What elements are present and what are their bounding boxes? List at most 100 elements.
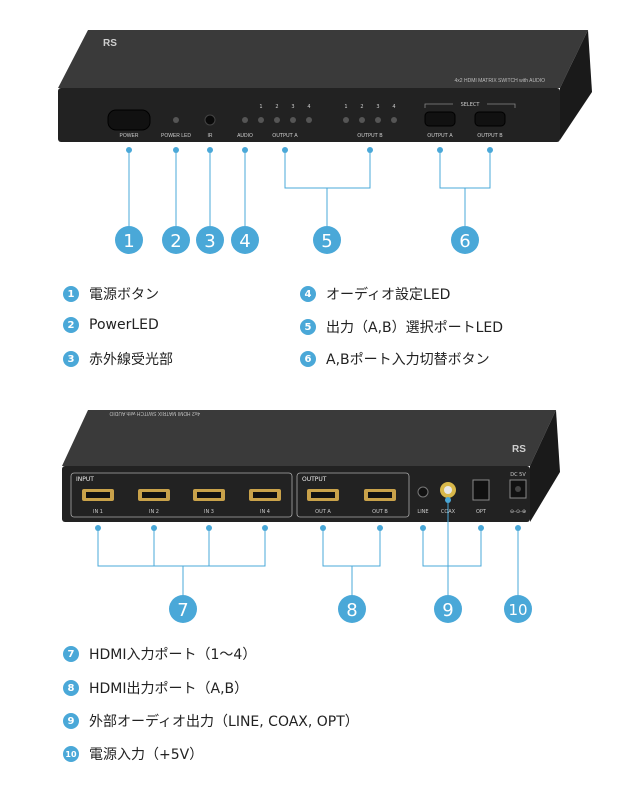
input-title: INPUT xyxy=(76,476,94,483)
hdmi-out-label: OUT A xyxy=(315,509,331,515)
front-device-side xyxy=(560,30,592,140)
output-b-label: OUTPUT B xyxy=(357,133,383,139)
callout-6 xyxy=(451,226,479,254)
legend-item: 1 電源ボタン xyxy=(63,284,159,304)
legend-item: 9 外部オーディオ出力（LINE, COAX, OPT） xyxy=(63,711,359,731)
legend-number: 6 xyxy=(300,351,316,367)
port-slot xyxy=(311,492,335,498)
front-panel-device: RS 4x2 HDMI MATRIX SWITCH with AUDIO POW… xyxy=(58,30,592,142)
optical-out-port[interactable] xyxy=(472,479,490,501)
callout-number: 1 xyxy=(123,231,134,252)
legend-text: A,Bポート入力切替ボタン xyxy=(326,352,490,368)
output-a-leds: 1 2 3 4 OUTPUT A xyxy=(258,104,312,139)
front-leader-dots xyxy=(126,147,493,153)
brand-logo: RS xyxy=(103,38,117,49)
rear-leader-dots xyxy=(95,497,521,531)
led-number: 3 xyxy=(376,104,379,110)
power-led-label: POWER LED xyxy=(161,133,191,139)
led-number: 1 xyxy=(344,104,347,110)
input-group-frame xyxy=(70,472,293,518)
callout-9 xyxy=(434,595,462,623)
legend-number: 3 xyxy=(63,351,79,367)
output-a-button-label: OUTPUT A xyxy=(427,133,453,139)
select-label: SELECT xyxy=(461,102,481,108)
ir-label: IR xyxy=(208,133,213,139)
output-b-led xyxy=(343,117,349,123)
power-button[interactable] xyxy=(107,109,151,131)
hdmi-in-label: IN 2 xyxy=(149,509,159,515)
rear-brand-logo: RS xyxy=(512,444,526,455)
led-number: 3 xyxy=(291,104,294,110)
front-callouts: 1 2 3 4 5 6 xyxy=(115,226,479,254)
legend-number: 4 xyxy=(300,286,316,302)
callout-7 xyxy=(169,595,197,623)
callout-number: 10 xyxy=(508,601,527,619)
callout-number: 4 xyxy=(239,231,250,252)
output-a-led xyxy=(306,117,312,123)
rear-model-label: 4x2 HDMI MATRIX SWITCH with AUDIO xyxy=(109,410,200,416)
port-slot xyxy=(368,492,392,498)
select-label-bg xyxy=(453,100,487,107)
output-b-button[interactable] xyxy=(474,111,506,127)
legend-item: 7 HDMI入力ポート（1〜4） xyxy=(63,644,256,664)
led-number: 2 xyxy=(360,104,363,110)
callout-number: 7 xyxy=(177,600,188,621)
led-number: 4 xyxy=(392,104,395,110)
port-slot xyxy=(86,492,110,498)
output-b-led xyxy=(375,117,381,123)
output-a-led xyxy=(290,117,296,123)
rear-panel-device: 4x2 HDMI MATRIX SWITCH with AUDIO RS INP… xyxy=(62,410,560,522)
hdmi-in-label: IN 3 xyxy=(204,509,214,515)
legend-number: 5 xyxy=(300,319,316,335)
legend-text: HDMI出力ポート（A,B） xyxy=(89,681,249,697)
audio-port-label: OPT xyxy=(476,509,487,515)
legend-text: オーディオ設定LED xyxy=(326,287,451,303)
output-a-button[interactable] xyxy=(424,111,456,127)
output-b-led xyxy=(359,117,365,123)
audio-port-label: LINE xyxy=(417,509,428,515)
rear-leader-lines xyxy=(97,500,519,596)
legend-number: 10 xyxy=(63,746,79,762)
output-a-led xyxy=(274,117,280,123)
callout-10 xyxy=(504,595,532,623)
callout-number: 8 xyxy=(346,600,357,621)
output-title: OUTPUT xyxy=(302,476,327,483)
port-slot xyxy=(197,492,221,498)
rear-callouts: 7 8 9 10 xyxy=(169,595,532,623)
rear-device-face xyxy=(62,466,530,522)
output-a-label: OUTPUT A xyxy=(272,133,298,139)
callout-2 xyxy=(162,226,190,254)
front-leader-lines xyxy=(128,150,491,226)
hdmi-out-label: OUT B xyxy=(372,509,388,515)
port-slot xyxy=(142,492,166,498)
callout-number: 5 xyxy=(321,231,332,252)
hdmi-outputs: OUT A OUT B xyxy=(307,489,396,515)
callout-3 xyxy=(196,226,224,254)
legend-text: 出力（A,B）選択ポートLED xyxy=(326,320,504,336)
legend-number: 8 xyxy=(63,680,79,696)
callout-number: 6 xyxy=(459,231,470,252)
legend-number: 2 xyxy=(63,317,79,333)
dc-polarity-icon: ⊖-⊙-⊕ xyxy=(510,509,526,515)
front-model-label: 4x2 HDMI MATRIX SWITCH with AUDIO xyxy=(455,78,546,84)
legend-number: 9 xyxy=(63,713,79,729)
legend-number: 7 xyxy=(63,646,79,662)
legend-item: 6 A,Bポート入力切替ボタン xyxy=(300,349,490,369)
led-number: 4 xyxy=(307,104,310,110)
output-b-leds: 1 2 3 4 OUTPUT B xyxy=(343,104,397,139)
port-slot xyxy=(253,492,277,498)
legend-item: 3 赤外線受光部 xyxy=(63,349,173,369)
coax-center xyxy=(444,486,452,494)
led-number: 1 xyxy=(259,104,262,110)
callout-4 xyxy=(231,226,259,254)
legend-item: 5 出力（A,B）選択ポートLED xyxy=(300,317,503,337)
line-out-jack[interactable] xyxy=(417,486,429,498)
callout-number: 9 xyxy=(442,600,453,621)
legend-item: 8 HDMI出力ポート（A,B） xyxy=(63,678,248,698)
front-device-top xyxy=(58,30,588,88)
output-b-button-label: OUTPUT B xyxy=(477,133,503,139)
callout-1 xyxy=(115,226,143,254)
hdmi-inputs: IN 1 IN 2 IN 3 IN 4 xyxy=(82,489,281,515)
legend-text: 電源入力（+5V） xyxy=(89,747,204,763)
